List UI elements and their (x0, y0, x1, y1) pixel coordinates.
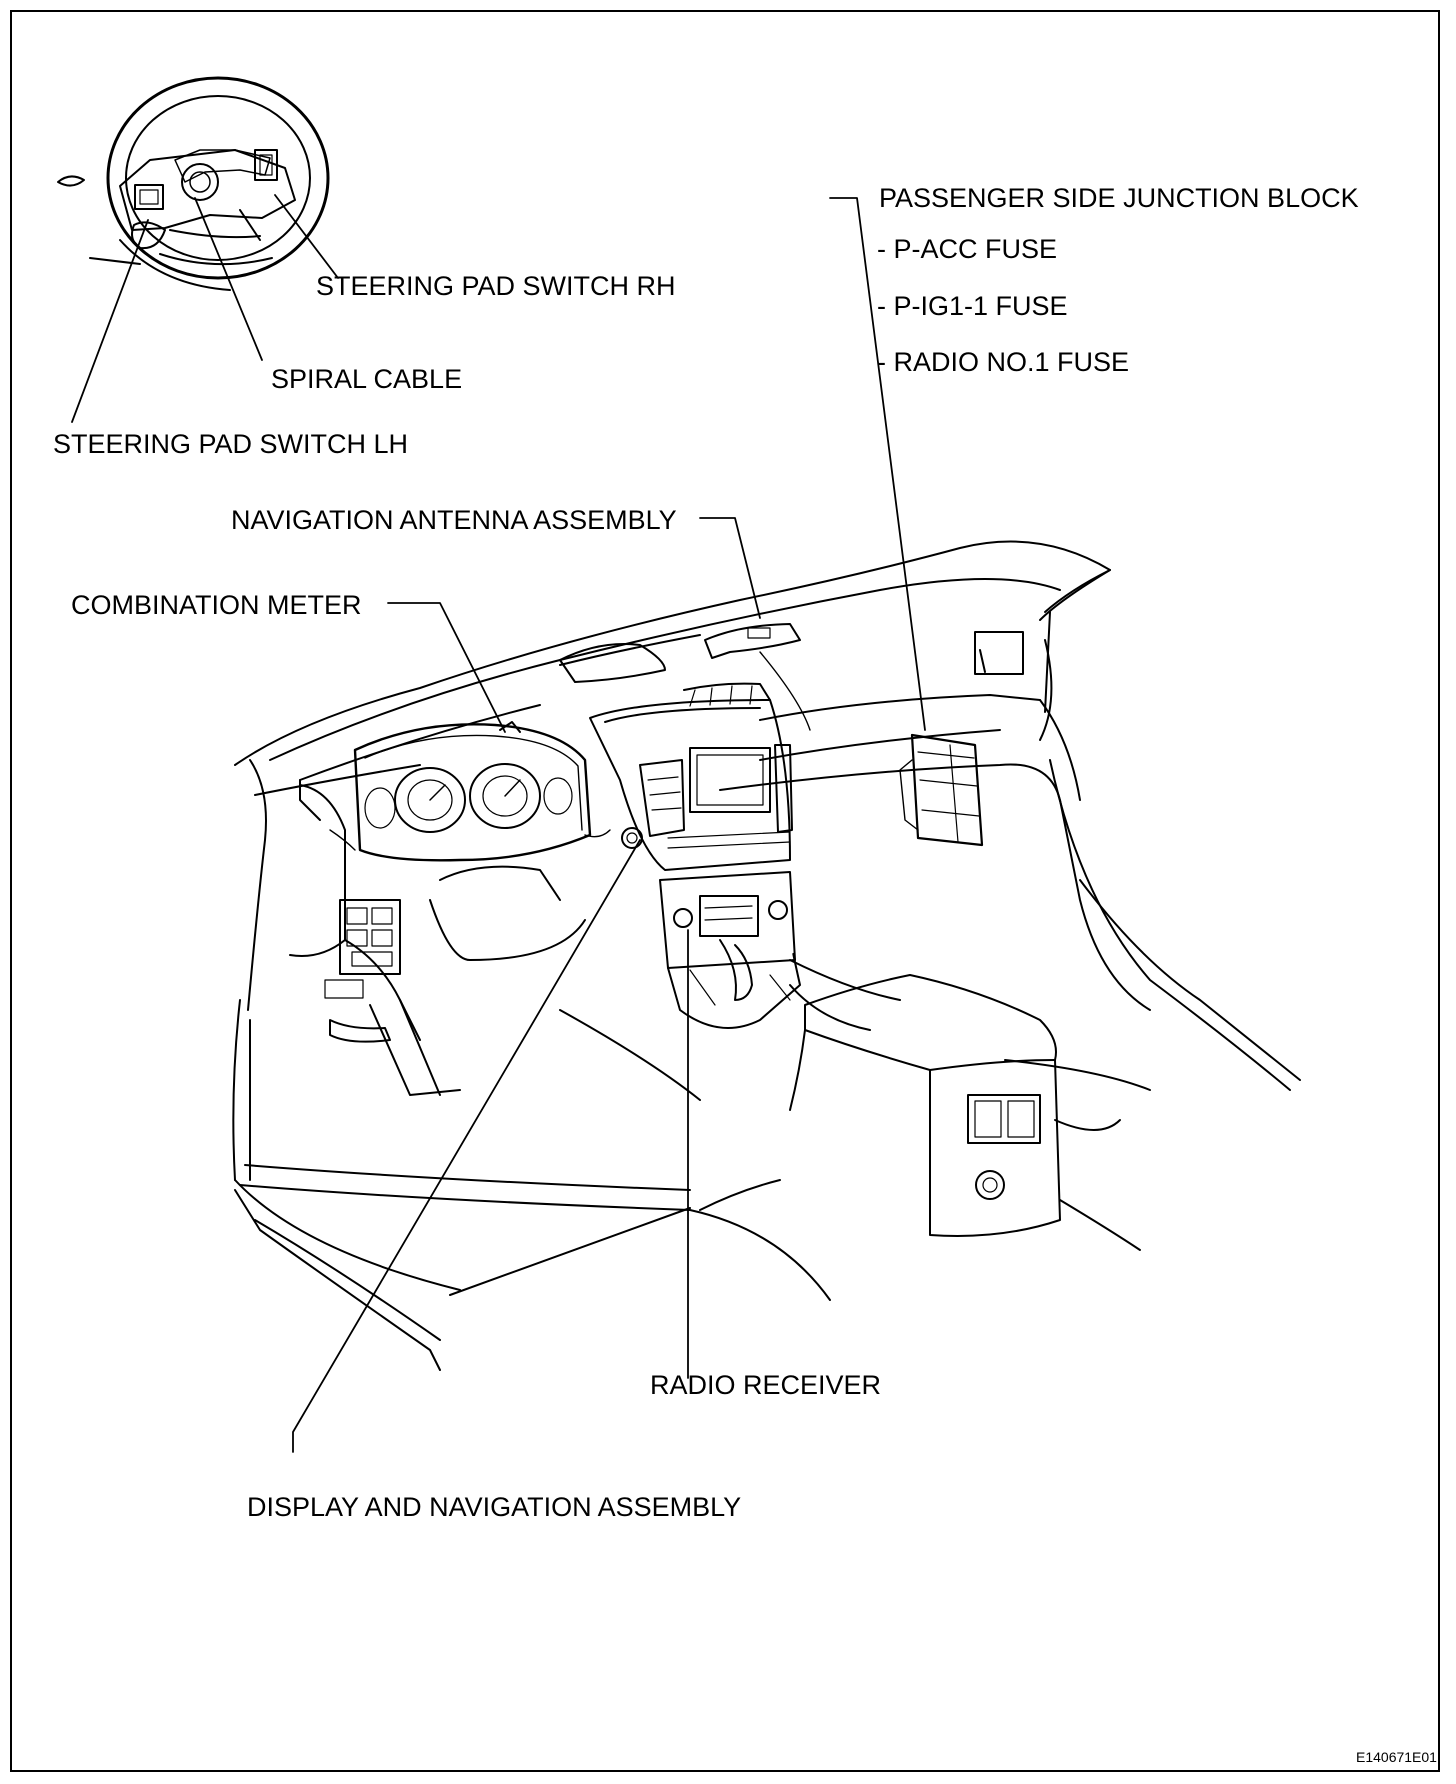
label-fuse-p-ig1-1: - P-IG1-1 FUSE (877, 291, 1068, 321)
label-navigation-antenna-assembly: NAVIGATION ANTENNA ASSEMBLY (231, 505, 677, 535)
figure-code: E140671E01 (1356, 1749, 1437, 1765)
label-steering-pad-switch-lh: STEERING PAD SWITCH LH (53, 429, 409, 459)
leader-lines (72, 195, 925, 1452)
dashboard-drawing (233, 542, 1300, 1300)
label-fuse-radio-no1: - RADIO NO.1 FUSE (877, 347, 1130, 377)
label-combination-meter: COMBINATION METER (71, 590, 362, 620)
label-fuse-p-acc: - P-ACC FUSE (877, 234, 1058, 264)
door-sill-drawing (235, 1190, 440, 1370)
label-radio-receiver: RADIO RECEIVER (650, 1370, 882, 1400)
label-passenger-side-junction-block: PASSENGER SIDE JUNCTION BLOCK (879, 183, 1359, 213)
diagram-frame (10, 10, 1440, 1772)
label-spiral-cable: SPIRAL CABLE (271, 364, 463, 394)
label-steering-pad-switch-rh: STEERING PAD SWITCH RH (316, 271, 676, 301)
label-display-and-navigation-assembly: DISPLAY AND NAVIGATION ASSEMBLY (247, 1492, 742, 1522)
steering-wheel-drawing (58, 78, 328, 290)
